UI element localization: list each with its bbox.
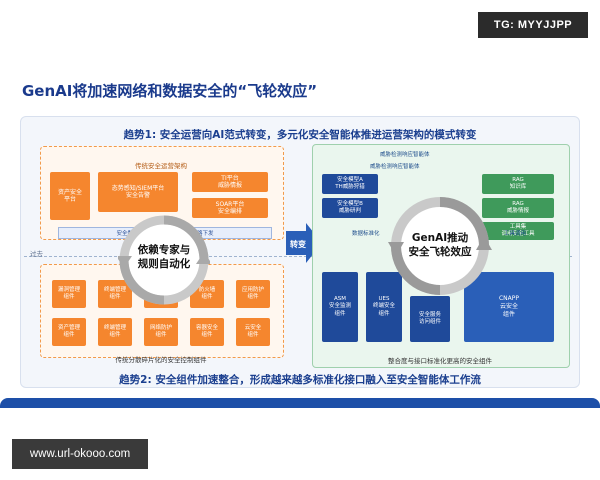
cell-sublabel: 组件	[63, 332, 75, 338]
card-label: CNAPP	[498, 294, 520, 302]
asset-security-card: 资产安全 平台	[50, 172, 90, 220]
security-model-b-card: 安全模型B 威胁研判	[322, 198, 378, 218]
cell-sublabel: 组件	[201, 332, 213, 338]
card-sublabel: 云安全	[499, 302, 518, 310]
bottom-band	[0, 398, 600, 408]
card-sublabel: 知识库	[509, 184, 527, 190]
card-label: 安全模型B	[337, 200, 363, 207]
card-sublabel: 组件	[334, 310, 346, 317]
card-label: ASM	[334, 296, 346, 303]
agent-title-1: 威胁检测响应智能体	[380, 152, 430, 158]
card-label: 安全服务	[418, 311, 441, 318]
security-model-a-card: 安全模型A TH威胁狩猎	[322, 174, 378, 194]
cell-sublabel: 组件	[155, 332, 167, 338]
ues-component-card: UES 终端安全 组件	[366, 272, 402, 342]
card-sublabel: 安全告警	[125, 192, 150, 199]
siem-platform-card: 态势感知/SIEM平台 安全告警	[98, 172, 178, 212]
integrated-components-caption: 整合度与接口标准化更高的安全组件	[388, 357, 492, 365]
timeline-past-label: 过去	[30, 250, 43, 258]
card-sublabel: 威胁研判	[338, 208, 361, 214]
traditional-architecture-title: 传统安全运营架构	[135, 162, 187, 170]
card-label: 工具集	[509, 223, 527, 230]
card-label: TI平台	[221, 174, 239, 182]
cell-label: 漏洞管理	[57, 286, 80, 293]
fragmented-components-caption: 传统分散碎片化的安全控制组件	[115, 356, 207, 364]
card-sublabel: TH威胁狩猎	[335, 184, 365, 190]
cell-label: 应用防护	[241, 286, 264, 293]
tg-watermark: TG: MYYJJPP	[478, 12, 588, 38]
cell-sublabel: 组件	[247, 332, 259, 338]
card-sublabel: 安全监测	[328, 303, 351, 310]
flywheel-line2: 安全飞轮效应	[408, 245, 472, 258]
cell-sublabel: 组件	[63, 294, 75, 300]
trend-2-heading: 趋势2: 安全组件加速整合，形成越来越多标准化接口融入至安全智能体工作流	[119, 374, 481, 386]
card-sublabel: 平台	[63, 196, 76, 203]
component-cell: 容器安全组件	[190, 318, 224, 346]
ti-platform-card: TI平台 威胁情报	[192, 172, 268, 192]
component-cell: 漏洞管理组件	[52, 280, 86, 308]
flywheel-line1: GenAI推动	[411, 232, 469, 244]
cell-label: 终端管理	[103, 286, 126, 293]
card-label: RAG	[512, 200, 524, 207]
asm-component-card: ASM 安全监测 组件	[322, 272, 358, 342]
card-sublabel: 组件	[378, 310, 390, 317]
soar-platform-card: SOAR平台 安全编排	[192, 198, 268, 218]
url-watermark: www.url-okooo.com	[12, 439, 148, 469]
timeline-line	[24, 256, 572, 258]
security-service-card: 安全服务 访问组件	[410, 296, 450, 342]
expert-rules-line1: 依赖专家与	[137, 244, 191, 256]
card-label: 安全模型A	[337, 176, 363, 183]
cell-sublabel: 组件	[109, 332, 121, 338]
cell-label: 容器安全	[195, 324, 218, 331]
expert-rules-label: 依赖专家与 规则自动化	[128, 244, 200, 271]
card-sublabel: 调用安全工具	[501, 231, 535, 237]
agent-title-2: 威胁检测响应智能体	[370, 164, 420, 170]
card-sublabel: 威胁情报	[506, 208, 529, 214]
component-cell: 网络防护组件	[144, 318, 178, 346]
card-sublabel: 组件	[502, 311, 515, 319]
flywheel-label: GenAI推动 安全飞轮效应	[396, 232, 484, 259]
data-standardization-label: 数据标准化	[352, 231, 380, 237]
card-sublabel: 终端安全	[372, 303, 395, 310]
shift-label: 转变	[290, 240, 306, 249]
card-sublabel: 安全编排	[217, 208, 242, 215]
rag-threat-intel-card: RAG 威胁情报	[482, 198, 554, 218]
page-title: GenAI将加速网络和数据安全的“飞轮效应”	[22, 82, 318, 100]
cell-sublabel: 组件	[247, 294, 259, 300]
cell-label: 防火墙	[198, 286, 216, 293]
component-cell: 应用防护组件	[236, 280, 270, 308]
cell-label: 网络防护	[149, 324, 172, 331]
card-label: UES	[378, 296, 390, 303]
trend-1-heading: 趋势1: 安全运营向AI范式转变，多元化安全智能体推进运营架构的模式转变	[123, 129, 477, 141]
card-label: 资产安全	[57, 188, 82, 196]
card-sublabel: 访问组件	[418, 319, 441, 325]
component-cell: 资产管理组件	[52, 318, 86, 346]
expert-rules-cycle-icon	[118, 215, 210, 305]
expert-rules-line2: 规则自动化	[137, 257, 191, 270]
cell-sublabel: 组件	[201, 294, 213, 300]
tool-call-label: 工具调用	[504, 231, 527, 237]
component-cell: 终端管理组件	[98, 318, 132, 346]
card-sublabel: 威胁情报	[217, 182, 242, 189]
card-label: 态势感知/SIEM平台	[111, 184, 165, 192]
component-cell: 云安全组件	[236, 318, 270, 346]
cell-sublabel: 组件	[109, 294, 121, 300]
card-label: RAG	[512, 176, 524, 183]
card-label: SOAR平台	[215, 200, 245, 208]
cell-label: 终端管理	[103, 324, 126, 331]
cnapp-component-card: CNAPP 云安全 组件	[464, 272, 554, 342]
rag-knowledge-card: RAG 知识库	[482, 174, 554, 194]
component-cell: 终端管理组件	[98, 280, 132, 308]
flywheel-cycle-icon	[388, 197, 492, 295]
cell-label: 资产管理	[57, 324, 80, 331]
cell-label: 云安全	[244, 324, 262, 331]
toolset-card: 工具集 调用安全工具	[482, 222, 554, 240]
